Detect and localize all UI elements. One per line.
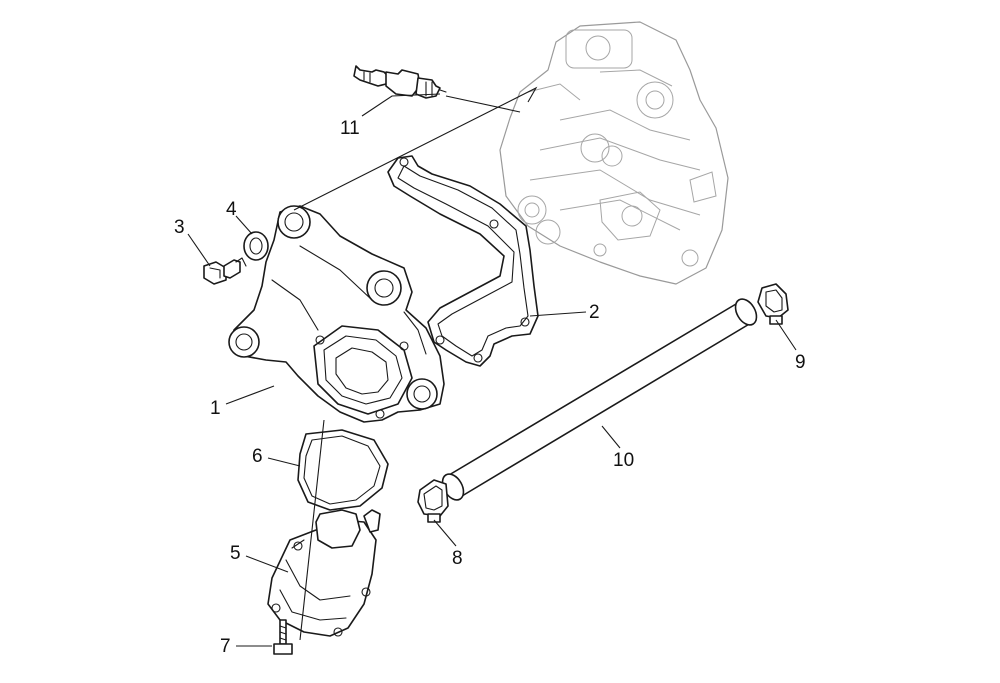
assembly-line-plug bbox=[445, 95, 521, 113]
breather-cover bbox=[267, 509, 381, 637]
hose-clamp-upper bbox=[757, 283, 789, 325]
washer bbox=[243, 231, 269, 261]
callout-6: 6 bbox=[252, 446, 263, 467]
valve-cover-gasket bbox=[387, 155, 539, 367]
leader-8 bbox=[433, 519, 457, 547]
bolt bbox=[203, 257, 247, 285]
breather-gasket bbox=[297, 429, 389, 511]
cylinder-head-illustration bbox=[499, 21, 729, 285]
callout-labels: 11 2 3 4 1 6 5 7 8 9 10 bbox=[174, 118, 806, 657]
hose-clamp-lower bbox=[417, 479, 449, 523]
callout-7: 7 bbox=[220, 636, 231, 657]
leader-4 bbox=[235, 215, 253, 235]
valve-cover bbox=[228, 205, 445, 423]
leader-1 bbox=[225, 385, 275, 405]
leader-2 bbox=[529, 311, 587, 317]
callout-8: 8 bbox=[452, 548, 463, 569]
callout-9: 9 bbox=[795, 352, 806, 373]
leader-11 bbox=[361, 93, 441, 117]
leader-6 bbox=[267, 457, 301, 467]
callout-11: 11 bbox=[340, 118, 360, 139]
leader-9 bbox=[775, 319, 797, 351]
callout-3: 3 bbox=[174, 217, 185, 238]
screw bbox=[273, 619, 293, 655]
leader-3 bbox=[187, 233, 211, 267]
leader-lines bbox=[187, 86, 797, 647]
leader-5 bbox=[245, 555, 289, 573]
callout-10: 10 bbox=[613, 450, 634, 471]
breather-hose bbox=[441, 298, 758, 501]
assembly-line-breather bbox=[299, 419, 325, 641]
callout-5: 5 bbox=[230, 543, 241, 564]
callout-1: 1 bbox=[210, 398, 221, 419]
leader-10 bbox=[601, 425, 621, 449]
callout-4: 4 bbox=[226, 199, 237, 220]
spark-plug bbox=[353, 65, 447, 99]
callout-2: 2 bbox=[589, 302, 600, 323]
assembly-line-head bbox=[293, 86, 538, 211]
